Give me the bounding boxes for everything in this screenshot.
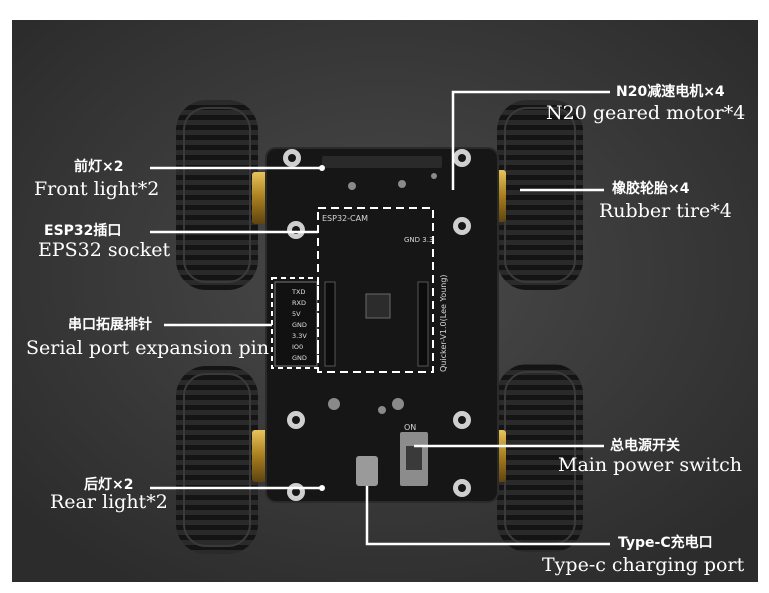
pin-label: RXD bbox=[292, 299, 306, 307]
motor-label-cn: N20减速电机×4 bbox=[616, 84, 725, 100]
rubber-tire-label-cn: 橡胶轮胎×4 bbox=[612, 181, 690, 197]
silk-version: Quicker-V1.0(Lee Young) bbox=[439, 274, 448, 372]
esp32-label-en: EPS32 socket bbox=[38, 239, 171, 261]
power-switch-label-en: Main power switch bbox=[558, 454, 742, 476]
wheel-front-left bbox=[176, 100, 258, 290]
rear-light-label-cn: 后灯×2 bbox=[84, 477, 134, 493]
wheel-front-right bbox=[497, 100, 583, 290]
leader-dot bbox=[319, 485, 325, 491]
charging-port-label-cn: Type-C充电口 bbox=[618, 535, 713, 551]
pcb-board bbox=[265, 147, 499, 503]
pin-label: 5V bbox=[292, 310, 301, 318]
pin-label: GND bbox=[292, 321, 307, 329]
leader-dot bbox=[319, 165, 325, 171]
serial-label-en: Serial port expansion pin bbox=[26, 337, 269, 359]
pin-label: GND bbox=[292, 354, 307, 362]
silk-on: ON bbox=[404, 423, 416, 432]
silk-esp32: ESP32-CAM bbox=[322, 214, 368, 223]
front-light-label-cn: 前灯×2 bbox=[74, 159, 124, 175]
silk-gnd: GND 3.3 bbox=[404, 236, 433, 244]
serial-pin-labels: TXD RXD 5V GND 3.3V IO0 GND bbox=[291, 288, 307, 362]
esp32-label-cn: ESP32插口 bbox=[44, 223, 122, 239]
pin-label: TXD bbox=[291, 288, 305, 296]
serial-label-cn: 串口拓展排针 bbox=[68, 317, 152, 333]
serial-header-highlight bbox=[271, 277, 319, 369]
pin-label: 3.3V bbox=[292, 332, 307, 340]
rear-light-label-en: Rear light*2 bbox=[50, 491, 168, 513]
leader-motor bbox=[451, 90, 610, 190]
wheel-rear-left bbox=[176, 366, 258, 554]
pin-label: IO0 bbox=[292, 343, 303, 351]
front-light-label-en: Front light*2 bbox=[34, 178, 160, 200]
power-switch-label-cn: 总电源开关 bbox=[610, 438, 680, 454]
rubber-tire-label-en: Rubber tire*4 bbox=[599, 200, 732, 222]
motor-label-en: N20 geared motor*4 bbox=[546, 102, 746, 124]
charging-port-label-en: Type-c charging port bbox=[542, 554, 745, 576]
leader-charging-port bbox=[365, 486, 610, 546]
